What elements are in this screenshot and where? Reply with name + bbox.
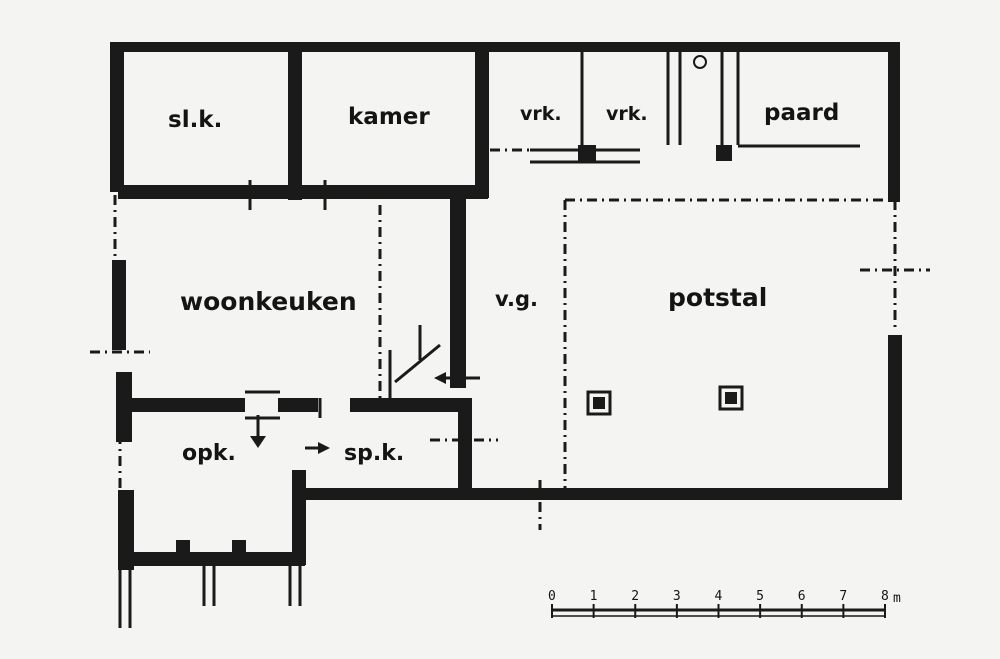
room-label-spk: sp.k. xyxy=(344,441,404,466)
partitions xyxy=(90,50,930,628)
room-label-opk: opk. xyxy=(182,441,236,466)
scale-unit: m xyxy=(893,591,901,606)
scale-bar: 0 1 2 3 4 5 6 7 8 m xyxy=(548,589,901,618)
interior-walls xyxy=(118,50,732,554)
room-label-paard: paard xyxy=(764,100,839,126)
potstal-posts xyxy=(586,385,744,416)
exterior-walls xyxy=(110,42,902,570)
room-label-vrk-1: vrk. xyxy=(520,103,562,125)
scale-tick-label: 3 xyxy=(673,589,681,604)
room-label-potstal: potstal xyxy=(668,283,767,312)
room-label-slk: sl.k. xyxy=(168,107,222,133)
scale-tick-label: 4 xyxy=(715,589,723,604)
well-symbol xyxy=(693,55,707,69)
entry-arrows xyxy=(250,372,480,454)
scale-tick-label: 0 xyxy=(548,589,556,604)
scale-tick-label: 7 xyxy=(839,589,847,604)
room-label-woonkeuken: woonkeuken xyxy=(180,287,357,316)
scale-tick-label: 8 xyxy=(881,589,889,604)
scale-tick-label: 2 xyxy=(631,589,639,604)
scale-tick-label: 1 xyxy=(590,589,598,604)
room-label-kamer: kamer xyxy=(348,104,430,130)
scale-tick-label: 5 xyxy=(756,589,764,604)
room-label-vrk-2: vrk. xyxy=(606,103,648,125)
scale-tick-label: 6 xyxy=(798,589,806,604)
room-label-vg: v.g. xyxy=(495,287,538,311)
